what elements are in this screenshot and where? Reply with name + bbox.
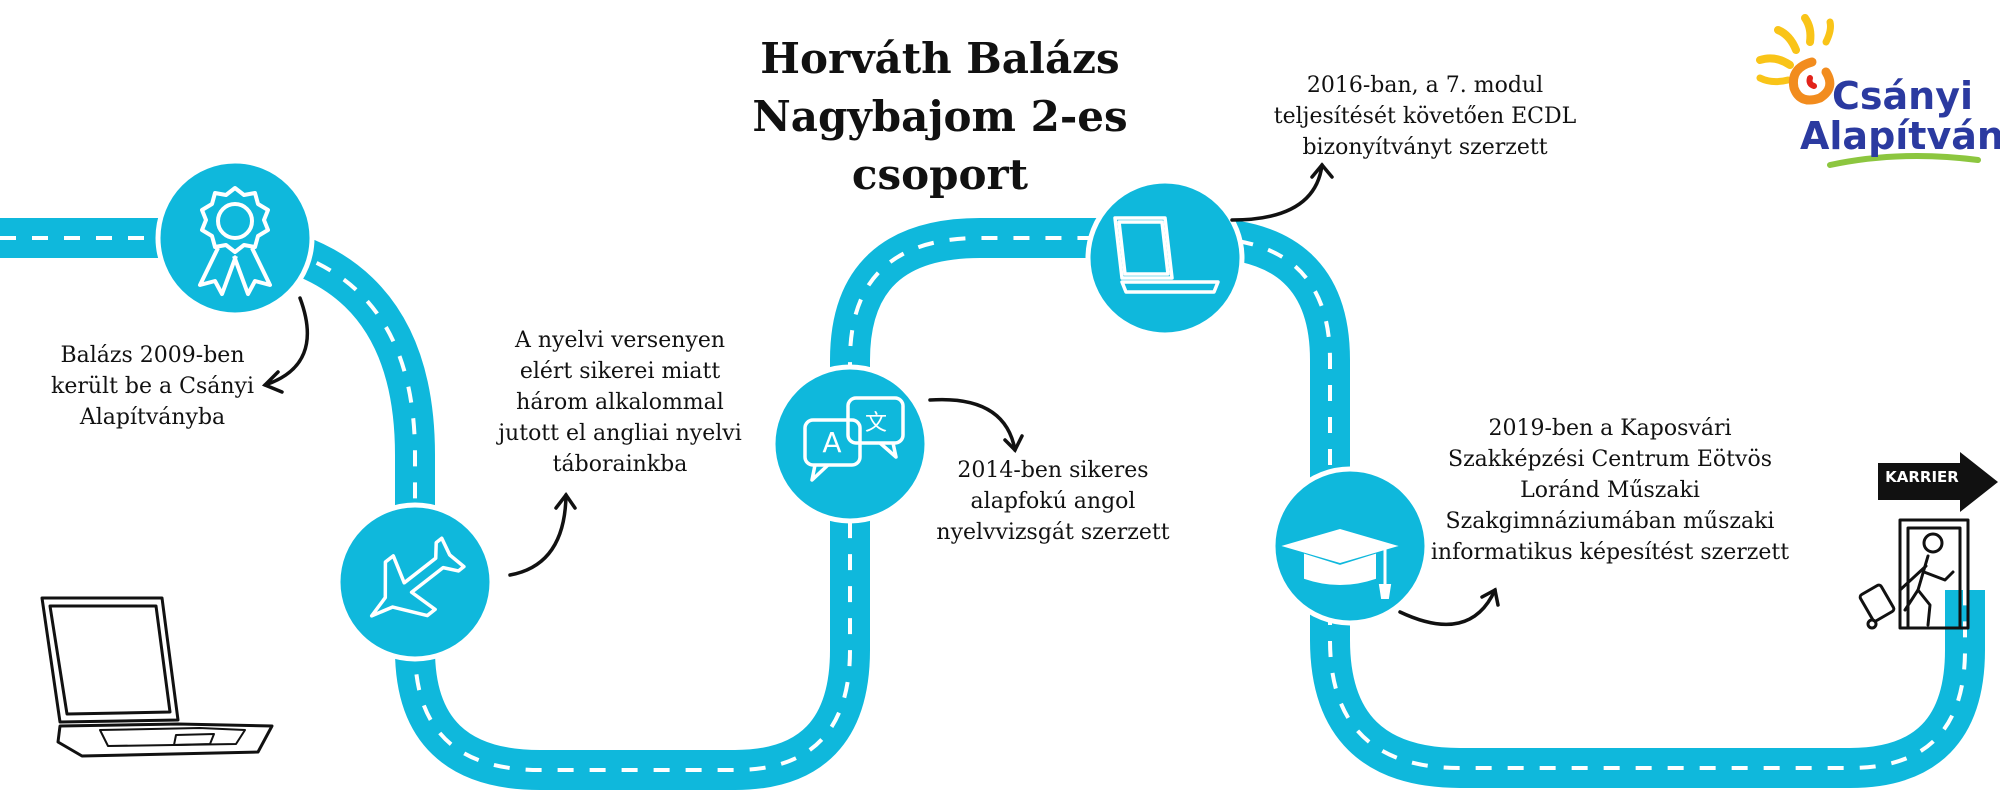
milestone-award xyxy=(155,158,315,318)
arrow-1 xyxy=(261,296,309,394)
milestone-label-2: A nyelvi versenyen elért sikerei miatt h… xyxy=(498,328,742,477)
milestone-label-5: 2019-ben a Kaposvári Szakképzési Centrum… xyxy=(1430,416,1790,565)
csanyi-logo xyxy=(1756,14,1981,168)
logo-text-line2: Alapítvány xyxy=(1800,114,2000,158)
svg-text:A: A xyxy=(822,426,841,459)
milestone-label-3: 2014-ben sikeres alapfokú angol nyelvviz… xyxy=(936,458,1170,545)
laptop-illustration xyxy=(40,596,274,758)
karrier-arrow xyxy=(1878,452,1998,512)
svg-text:文: 文 xyxy=(865,411,887,436)
road-center-dashes xyxy=(0,236,1967,772)
milestone-language: A 文 xyxy=(770,364,930,524)
exit-door-icon xyxy=(1898,518,1970,630)
translate-speech-bubbles-icon: A 文 xyxy=(803,396,905,482)
award-ribbon-icon xyxy=(198,186,272,296)
arrow-4 xyxy=(1230,162,1334,222)
karrier-label: KARRIER xyxy=(1885,468,1959,486)
milestone-airplane xyxy=(335,502,495,662)
laptop-icon xyxy=(1113,216,1220,294)
page-title: Horváth Balázs Nagybajom 2-es csoport xyxy=(680,30,1200,204)
graduation-cap-icon xyxy=(1281,528,1399,599)
person-with-suitcase-icon xyxy=(1858,532,1955,630)
milestone-graduation xyxy=(1270,466,1430,626)
sun-logo-icon xyxy=(1756,14,1981,168)
airplane-icon xyxy=(369,536,466,618)
milestone-label-1: Balázs 2009-ben került be a Csányi Alapí… xyxy=(51,343,254,430)
milestone-laptop xyxy=(1085,178,1245,338)
logo-text-line1: Csányi xyxy=(1832,74,1973,118)
title-name: Horváth Balázs xyxy=(760,34,1120,83)
title-group: Nagybajom 2-es csoport xyxy=(752,92,1128,199)
arrow-5 xyxy=(1398,587,1500,626)
milestone-label-4: 2016-ban, a 7. modul teljesítését követő… xyxy=(1273,73,1577,160)
arrow-3 xyxy=(928,397,1024,453)
arrow-2 xyxy=(508,492,577,577)
